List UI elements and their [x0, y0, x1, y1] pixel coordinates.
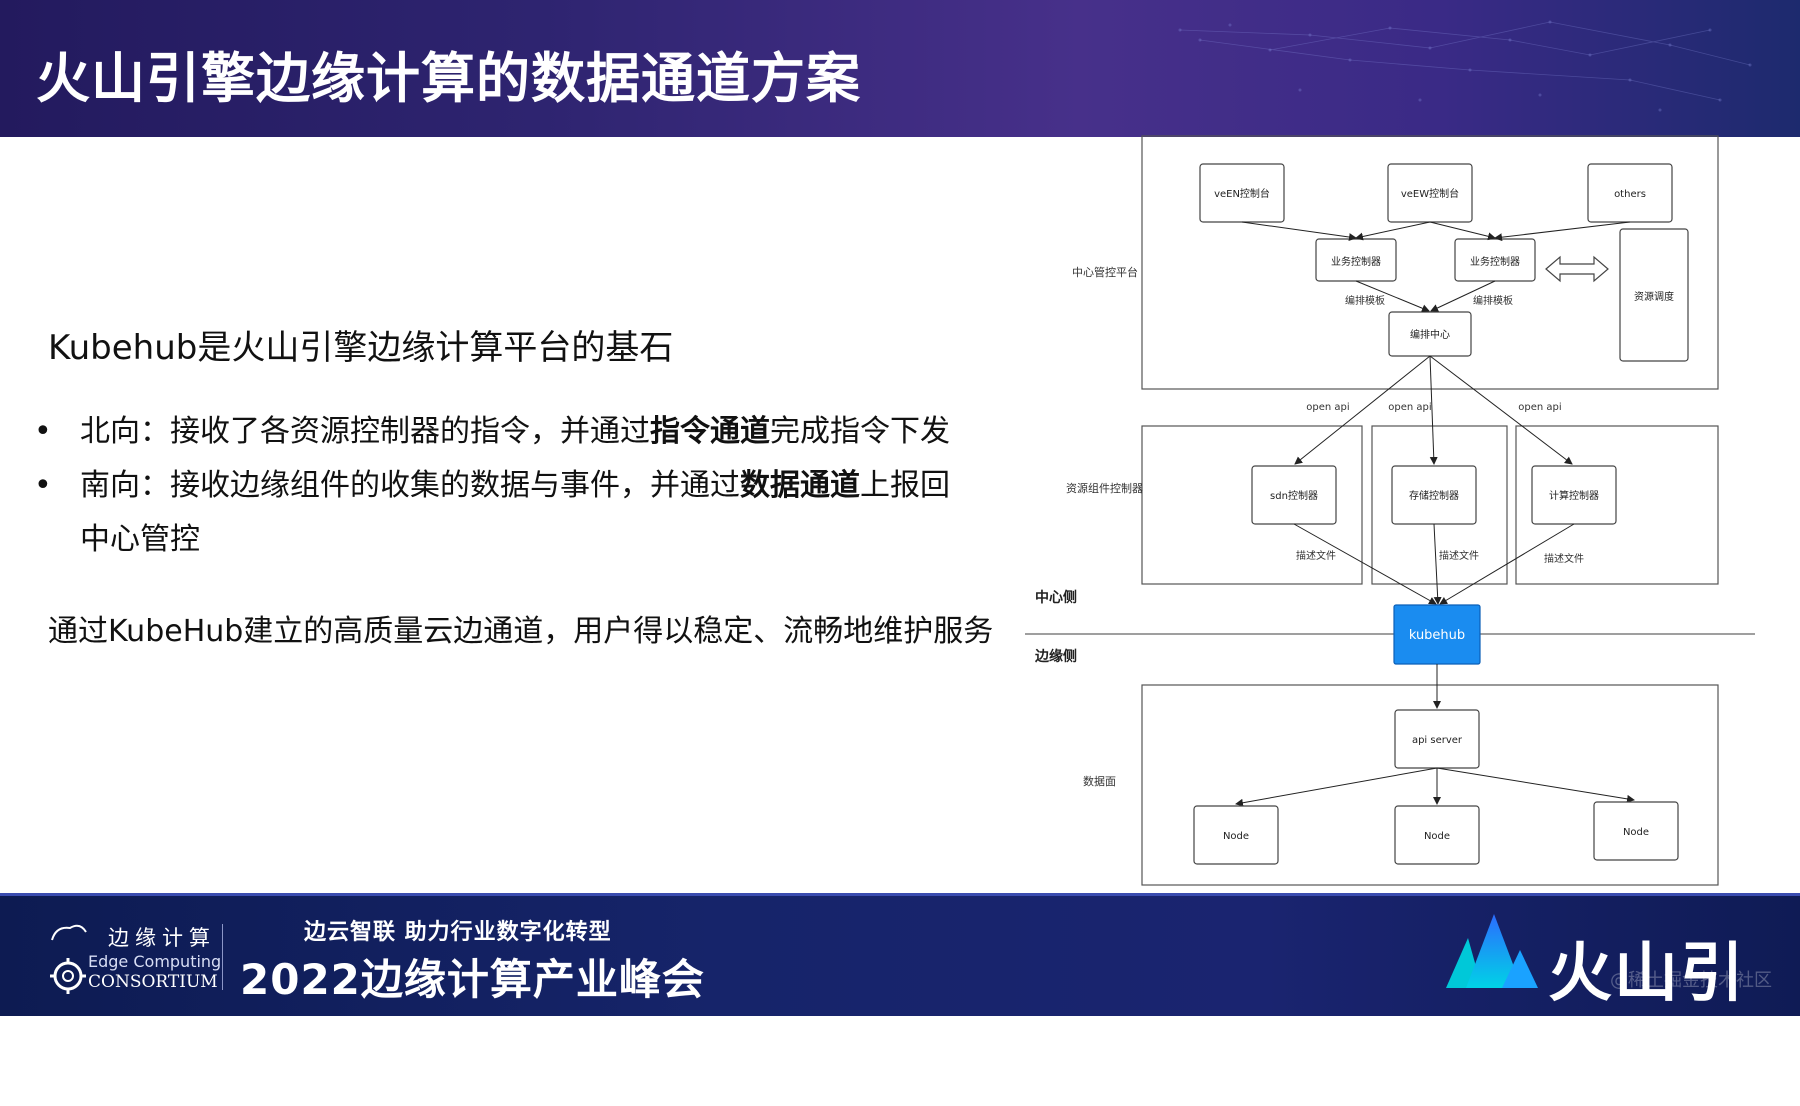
- edge-compute-to-kubehub: [1439, 523, 1575, 605]
- edge-api-to-node-1: [1235, 767, 1438, 807]
- node-worker-3: [1593, 801, 1679, 861]
- node-api-server-label: api server: [1412, 735, 1463, 746]
- edge-label-descriptor-2: 描述文件: [1439, 549, 1479, 562]
- footer-divider: [222, 924, 223, 990]
- summary-statement: 通过KubeHub建立的高质量云边通道，用户得以稳定、流畅地维护服务: [48, 614, 994, 649]
- lead-statement: Kubehub是火山引擎边缘计算平台的基石: [48, 328, 674, 368]
- node-business-controller-1-label: 业务控制器: [1331, 255, 1381, 268]
- edge-orchestration-to-sdn: [1294, 355, 1431, 465]
- node-veew-console-label: veEW控制台: [1401, 187, 1459, 200]
- brand-name: 火山引擎: [1548, 937, 1746, 1103]
- bullet-dot-icon: •: [34, 468, 52, 503]
- double-arrow-icon: [1545, 255, 1609, 283]
- page-title: 火山引擎边缘计算的数据通道方案: [36, 47, 861, 110]
- edge-computing-consortium-logo-icon: [50, 924, 87, 994]
- section-label-resource-controllers: 资源组件控制器: [1066, 481, 1143, 495]
- node-resource-scheduling: [1619, 228, 1689, 362]
- node-worker-3-label: Node: [1623, 827, 1649, 838]
- node-business-controller-2-label: 业务控制器: [1470, 255, 1520, 268]
- edge-sdn-to-kubehub: [1293, 523, 1437, 605]
- bullet-text: 南向：接收边缘组件的收集的数据与事件，并通过数据通道上报回中心管控: [80, 459, 954, 567]
- slide-header: 火山引擎边缘计算的数据通道方案: [0, 0, 1800, 137]
- edge-orchestration-to-compute: [1429, 355, 1573, 465]
- node-resource-scheduling-label: 资源调度: [1634, 290, 1674, 303]
- edge-label-template-2: 编排模板: [1473, 294, 1513, 307]
- node-kubehub-label: kubehub: [1409, 628, 1465, 643]
- edge-label-descriptor-3: 描述文件: [1544, 552, 1584, 565]
- edge-label-template-1: 编排模板: [1345, 294, 1385, 307]
- node-compute-controller-label: 计算控制器: [1549, 489, 1599, 502]
- edge-others-to-biz2: [1494, 221, 1631, 242]
- bullet-item-south: • 南向：接收边缘组件的收集的数据与事件，并通过数据通道上报回中心管控: [34, 459, 954, 567]
- edge-veew-to-biz1: [1355, 221, 1431, 241]
- node-worker-2-label: Node: [1424, 831, 1450, 842]
- bullet-text-post: 完成指令下发: [770, 414, 950, 449]
- section-label-data-plane: 数据面: [1083, 774, 1116, 788]
- consortium-name-en-1: Edge Computing: [88, 952, 222, 971]
- node-orchestration-center-label: 编排中心: [1410, 328, 1450, 341]
- edge-label-open-api-2: open api: [1388, 402, 1431, 413]
- edge-biz2-to-orchestration: [1430, 280, 1496, 312]
- sdn-frame: [1141, 425, 1363, 585]
- conference-title: 2022边缘计算产业峰会: [240, 955, 705, 1004]
- slide-footer: 边缘计算 Edge Computing CONSORTIUM 边云智联 助力行业…: [0, 893, 1800, 1103]
- edge-label-open-api-3: open api: [1518, 402, 1561, 413]
- bullet-item-north: • 北向：接收了各资源控制器的指令，并通过指令通道完成指令下发: [34, 405, 954, 459]
- bullet-dot-icon: •: [34, 414, 52, 449]
- node-worker-2: [1394, 805, 1480, 865]
- edge-veew-to-biz2: [1429, 221, 1496, 241]
- node-sdn-controller-label: sdn控制器: [1270, 489, 1318, 502]
- bullet-text: 北向：接收了各资源控制器的指令，并通过指令通道完成指令下发: [80, 405, 954, 459]
- storage-frame: [1371, 425, 1508, 585]
- section-label-center-side: 中心侧: [1035, 589, 1077, 606]
- bullet-text-bold: 指令通道: [650, 414, 770, 449]
- node-worker-1: [1193, 805, 1279, 865]
- watermark: @稀土掘金技术社区: [1610, 970, 1772, 991]
- bullet-text-bold: 数据通道: [740, 468, 860, 503]
- bullet-text-post: 上报回中心管控: [80, 468, 950, 557]
- edge-api-to-node-3: [1436, 767, 1635, 803]
- section-label-edge-side: 边缘侧: [1034, 648, 1077, 665]
- edge-orchestration-to-storage: [1429, 355, 1438, 465]
- conference-slogan: 边云智联 助力行业数字化转型: [304, 920, 612, 945]
- consortium-name-en-2: CONSORTIUM: [88, 972, 218, 992]
- edge-biz1-to-orchestration: [1355, 280, 1430, 313]
- architecture-diagram: 中心管控平台 资源组件控制器 数据面 中心侧 边缘侧 veEN控制台 veEW控…: [1025, 135, 1755, 886]
- consortium-name-cn: 边缘计算: [108, 926, 216, 950]
- center-platform-frame: [1141, 135, 1719, 390]
- bullet-text-pre: 南向：接收边缘组件的收集的数据与事件，并通过: [80, 468, 740, 503]
- volcano-engine-logo-icon: [1446, 914, 1538, 988]
- edge-veen-to-biz1: [1241, 221, 1357, 241]
- edge-storage-to-kubehub: [1433, 523, 1442, 605]
- node-worker-1-label: Node: [1223, 831, 1249, 842]
- bullet-text-pre: 北向：接收了各资源控制器的指令，并通过: [80, 414, 650, 449]
- node-veen-console-label: veEN控制台: [1214, 187, 1270, 200]
- edge-label-open-api-1: open api: [1306, 402, 1349, 413]
- world-map-dots-decoration: [1178, 20, 1752, 112]
- node-others-label: others: [1614, 189, 1646, 200]
- node-storage-controller-label: 存储控制器: [1409, 489, 1459, 502]
- section-label-center-platform: 中心管控平台: [1072, 265, 1138, 279]
- compute-frame: [1515, 425, 1719, 585]
- data-plane-frame: [1141, 684, 1719, 886]
- bullet-list: • 北向：接收了各资源控制器的指令，并通过指令通道完成指令下发 • 南向：接收边…: [34, 405, 954, 567]
- edge-label-descriptor-1: 描述文件: [1296, 549, 1336, 562]
